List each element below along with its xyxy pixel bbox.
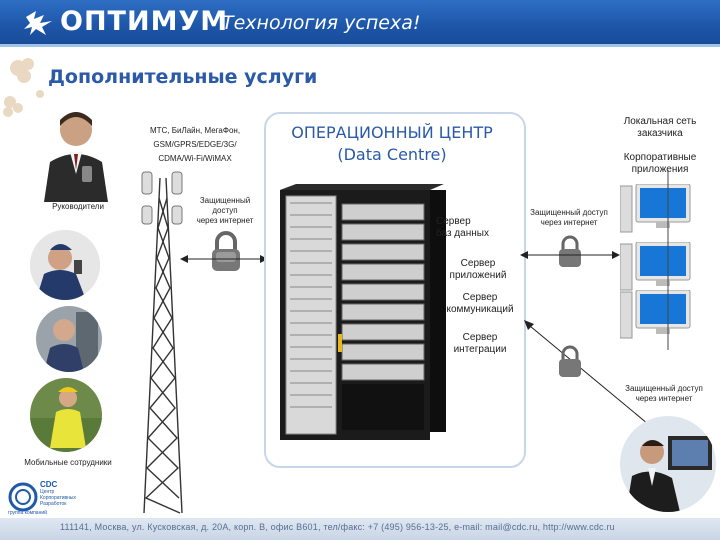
server-db-label: Сервер баз данных [436, 216, 516, 240]
datacentre-title-line-1: ОПЕРАЦИОННЫЙ ЦЕНТР [291, 123, 493, 142]
manager-photo [38, 104, 114, 202]
cdc-mark: CDC [40, 480, 58, 489]
datacentre-title-line-2: (Data Centre) [337, 145, 447, 164]
arrow-dc-lan [520, 251, 620, 259]
footer-bar [0, 518, 720, 540]
header-bar [0, 0, 720, 44]
server-comm-label: Сервер коммуникаций [438, 292, 522, 316]
monitor-icon [620, 290, 691, 339]
mobile-workers-label: Мобильные сотрудники [24, 458, 112, 467]
tagline: Технология успеха! [222, 12, 421, 34]
network-line [667, 170, 669, 350]
corp-line-2: приложения [631, 164, 689, 175]
server-rack-icon [280, 184, 446, 440]
mobile-worker-photo-2 [36, 306, 102, 372]
server-db-line-2: баз данных [436, 228, 489, 239]
cdc-line-2: Корпоративных [40, 495, 77, 501]
tower-icon [141, 171, 183, 514]
server-app-line-1: Сервер [460, 258, 496, 269]
secure-access-top-right: Защищенный доступ через интернет [524, 208, 614, 228]
cdc-line-4: группа компаний [8, 510, 47, 516]
server-app-label: Сервер приложений [438, 258, 518, 282]
server-comm-line-1: Сервер [462, 292, 498, 303]
cdc-line-1: Центр [40, 489, 55, 495]
lock-icon [559, 345, 581, 377]
cdc-logo: CDC Центр Корпоративных Разработок групп… [8, 480, 78, 516]
server-int-label: Сервер интеграции [440, 332, 520, 356]
operators-line-1: МТС, БиЛайн, МегаФон, [149, 126, 241, 135]
operators-line-2: GSM/GPRS/EDGE/3G/ [153, 140, 237, 149]
lan-line-1: Локальная сеть [623, 116, 697, 127]
secure-left-line-2: доступ [212, 206, 238, 215]
operators-text: МТС, БиЛайн, МегаФон, GSM/GPRS/EDGE/3G/ … [130, 124, 260, 166]
secure-bottom-line-2: через интернет [635, 394, 693, 403]
server-db-line-1: Сервер [436, 216, 471, 227]
server-int-line-1: Сервер [462, 332, 498, 343]
header-divider [0, 44, 720, 47]
secure-access-bottom-right: Защищенный доступ через интернет [612, 384, 716, 404]
cdc-line-3: Разработок [40, 501, 67, 507]
monitor-icon [620, 184, 691, 233]
server-int-line-2: интеграции [453, 344, 507, 355]
remote-user-photo [620, 416, 716, 512]
secure-left-line-1: Защищенный [199, 196, 251, 205]
corp-line-1: Корпоративные [623, 152, 697, 163]
server-app-line-2: приложений [449, 270, 507, 281]
brand-name: ОПТИМУМ [60, 6, 229, 37]
secure-top-line-1: Защищенный доступ [530, 208, 608, 217]
mobile-worker-photo-1 [30, 230, 100, 300]
cdc-logo-icon [8, 482, 38, 512]
arrow-tower-dc [180, 255, 268, 263]
lan-line-2: заказчика [637, 128, 683, 139]
lock-icon [559, 235, 581, 267]
monitor-icon [620, 242, 691, 291]
footer-address: 111141, Москва, ул. Кусковская, д. 20А, … [60, 522, 615, 532]
operators-line-3: CDMA/Wi-Fi/WiMAX [158, 154, 232, 163]
datacentre-title: ОПЕРАЦИОННЫЙ ЦЕНТР (Data Centre) [282, 122, 502, 166]
lan-label: Локальная сеть заказчика [612, 116, 708, 140]
corp-apps-label: Корпоративные приложения [612, 152, 708, 176]
secure-top-line-2: через интернет [540, 218, 598, 227]
arrow-dc-remote-user [524, 320, 654, 430]
secure-access-left: Защищенный доступ через интернет [190, 196, 260, 226]
mobile-worker-photo-3 [30, 378, 102, 452]
server-comm-line-2: коммуникаций [446, 304, 514, 315]
managers-label: Руководители [52, 202, 104, 211]
logo-mark-icon [22, 7, 56, 37]
page-title: Дополнительные услуги [48, 66, 318, 88]
decorative-flowers-icon [3, 58, 44, 117]
secure-left-line-3: через интернет [196, 216, 254, 225]
secure-bottom-line-1: Защищенный доступ [625, 384, 703, 393]
